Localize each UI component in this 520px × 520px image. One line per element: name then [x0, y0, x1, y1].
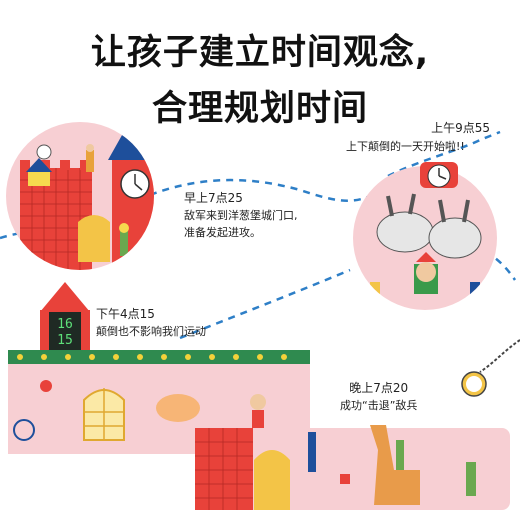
scene-caption-2-desc: 上下颠倒的一天开始啦!! — [346, 138, 465, 155]
scene-caption-3: 下午4点15 颠倒也不影响我们运动 — [96, 306, 206, 340]
scene-desc-3: 颠倒也不影响我们运动 — [96, 325, 206, 338]
scene-desc-4: 成功“击退”敌兵 — [340, 399, 418, 412]
scene-caption-1: 早上7点25 敌军来到洋葱堡城门口, 准备发起进攻。 — [184, 190, 298, 241]
scene-time-4: 晚上7点20 — [349, 381, 409, 395]
bell-clock-icon — [420, 162, 458, 188]
scene-time-1: 早上7点25 — [184, 191, 243, 205]
scene-desc-1b: 准备发起进攻。 — [184, 226, 261, 239]
scene-horse-illustration — [353, 162, 497, 310]
scene-victory-illustration — [195, 425, 510, 510]
scene-caption-2: 上午9点55 — [374, 120, 490, 137]
scene-castle-illustration — [6, 122, 154, 270]
pocket-watch-icon — [461, 339, 520, 397]
headline-line-1: 让孩子建立时间观念, — [90, 33, 430, 73]
digital-clock-top: 16 — [57, 317, 73, 332]
dashed-timeline-path-2 — [179, 238, 517, 340]
scene-desc-2: 上下颠倒的一天开始啦!! — [346, 140, 465, 153]
scene-caption-4: 晚上7点20 成功“击退”敌兵 — [340, 380, 417, 414]
headline-line-2: 合理规划时间 — [151, 89, 368, 129]
scene-desc-1a: 敌军来到洋葱堡城门口, — [184, 209, 298, 222]
scene-time-2: 上午9点55 — [431, 121, 490, 135]
digital-clock-bottom: 15 — [57, 333, 73, 348]
scene-time-3: 下午4点15 — [96, 307, 155, 321]
